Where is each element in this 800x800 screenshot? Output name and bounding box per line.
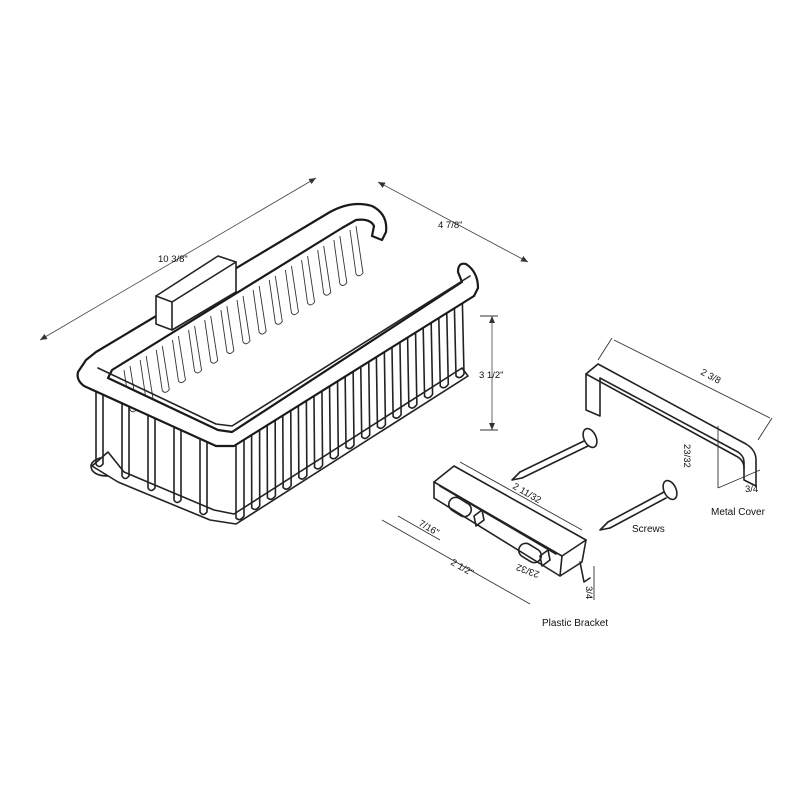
basket-length-label: 10 3/8" <box>158 254 188 265</box>
front-wires <box>95 285 465 521</box>
plastic-bracket: 2 11/32 2 1/2" 7/16" 23/32 3/4 Plastic B… <box>381 461 608 629</box>
cover-top-edge <box>585 373 745 469</box>
back-wire <box>188 325 203 374</box>
front-wire <box>235 429 245 521</box>
back-wire <box>220 305 235 354</box>
back-wire <box>236 295 251 345</box>
side-wire <box>95 391 104 468</box>
front-wire <box>281 398 292 490</box>
front-wire <box>250 418 261 511</box>
screws: Screws <box>511 427 678 535</box>
dim-line-depth <box>377 181 529 263</box>
front-wire <box>313 377 324 470</box>
front-wire <box>344 357 355 450</box>
bracket-slot-left <box>447 496 473 518</box>
bracket-offset-dim <box>397 515 441 541</box>
basket-hook <box>90 457 109 477</box>
cover-height-label: 23/32 <box>681 444 692 468</box>
front-wire <box>422 305 434 399</box>
basket-height-label: 3 1/2" <box>479 370 504 381</box>
side-wire <box>147 415 156 492</box>
cover-dim-tick <box>597 337 613 361</box>
cover-width-label: 3/4 <box>745 484 758 495</box>
bracket-tab-right <box>539 549 551 567</box>
side-wire <box>173 427 182 504</box>
front-wire <box>266 408 277 501</box>
back-wire <box>301 255 316 306</box>
front-wire <box>359 346 371 440</box>
front-wire <box>437 295 450 389</box>
front-wire <box>406 316 418 409</box>
plastic-bracket-caption: Plastic Bracket <box>542 618 608 629</box>
side-wire <box>121 403 130 480</box>
front-wire <box>328 367 340 460</box>
basket-dimensions: 10 3/8" 4 7/8" 3 1/2" <box>39 177 529 431</box>
back-wire <box>204 315 219 364</box>
back-wire <box>171 335 186 384</box>
basket-top-rim <box>76 202 480 448</box>
back-wire <box>268 275 283 325</box>
front-wire <box>453 285 465 379</box>
screws-caption: Screws <box>632 524 665 535</box>
bracket-foot <box>579 561 591 583</box>
back-wire <box>284 265 299 316</box>
back-wire <box>155 345 170 393</box>
bracket-tab-left <box>473 509 485 527</box>
cover-dim-base <box>717 469 761 489</box>
wire-basket <box>76 202 480 525</box>
basket-rim-inner <box>97 275 471 427</box>
bracket-bottom-dim <box>381 519 531 605</box>
back-wire <box>349 225 364 277</box>
side-wire <box>199 439 208 516</box>
screw-upper <box>511 427 598 481</box>
front-wire <box>390 326 402 419</box>
cover-body <box>585 363 757 487</box>
metal-cover: 2 3/8 23/32 3/4 Metal Cover <box>585 337 773 518</box>
basket-depth-label: 4 7/8" <box>438 220 463 231</box>
bracket-inner-edge <box>439 485 557 555</box>
bracket-width-label: 23/32 <box>515 561 541 579</box>
back-wire <box>252 285 267 335</box>
dim-line-length <box>39 177 317 341</box>
back-wire <box>333 235 348 286</box>
bracket-offset-label: 7/16" <box>417 518 441 538</box>
bracket-depth-label: 3/4 <box>583 586 594 599</box>
basket-bottom-frame <box>91 367 469 525</box>
bracket-top-dim <box>459 461 583 531</box>
screw-lower <box>599 479 678 531</box>
back-wire <box>317 245 332 296</box>
cover-dim-line <box>613 339 771 419</box>
bracket-bottom-length-label: 2 1/2" <box>449 557 476 579</box>
front-wire <box>375 336 387 430</box>
cover-dim-tick <box>757 417 773 441</box>
front-wire <box>297 388 308 480</box>
metal-cover-caption: Metal Cover <box>711 507 766 518</box>
